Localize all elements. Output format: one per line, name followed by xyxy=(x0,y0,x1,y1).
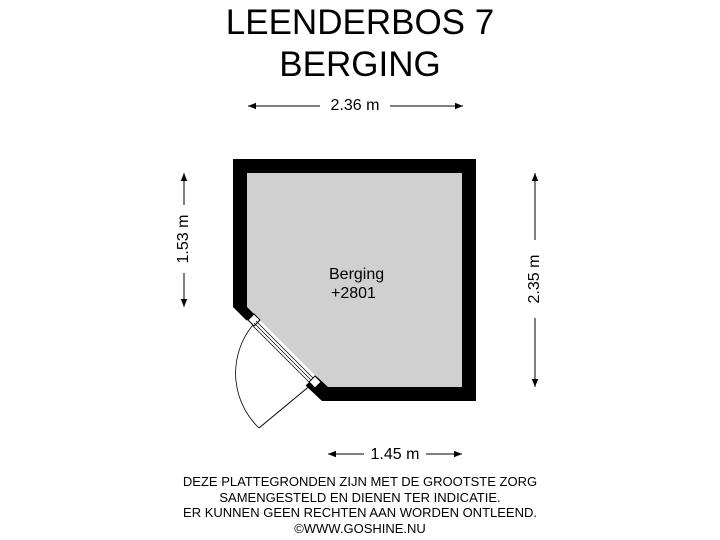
room-name: Berging xyxy=(329,266,385,283)
dimension-bottom-label: 1.45 m xyxy=(370,446,420,463)
dimension-right-label: 2.35 m xyxy=(526,254,543,304)
disclaimer-line: DEZE PLATTEGRONDEN ZIJN MET DE GROOTSTE … xyxy=(182,474,538,489)
disclaimer-line: ER KUNNEN GEEN RECHTEN AAN WORDEN ONTLEE… xyxy=(183,505,537,520)
plan-title: LEENDERBOS 7 xyxy=(225,3,495,42)
dimension-left-label: 1.53 m xyxy=(175,214,192,264)
door-swing-arc xyxy=(235,325,260,429)
door-frame-top xyxy=(247,313,261,327)
copyright-link: ©WWW.GOSHINE.NU xyxy=(294,520,426,536)
disclaimer-line: SAMENGESTELD EN DIENEN TER INDICATIE. xyxy=(219,489,501,505)
door-opening xyxy=(243,314,316,386)
door-leaf xyxy=(258,383,313,429)
dimension-top-label: 2.36 m xyxy=(330,97,380,114)
disclaimer: DEZE PLATTEGRONDEN ZIJN MET DE GROOTSTE … xyxy=(0,474,720,536)
plan-subtitle: BERGING xyxy=(279,45,441,84)
room-level: +2801 xyxy=(331,285,376,302)
door-threshold xyxy=(251,320,314,383)
room-floor xyxy=(247,173,462,387)
